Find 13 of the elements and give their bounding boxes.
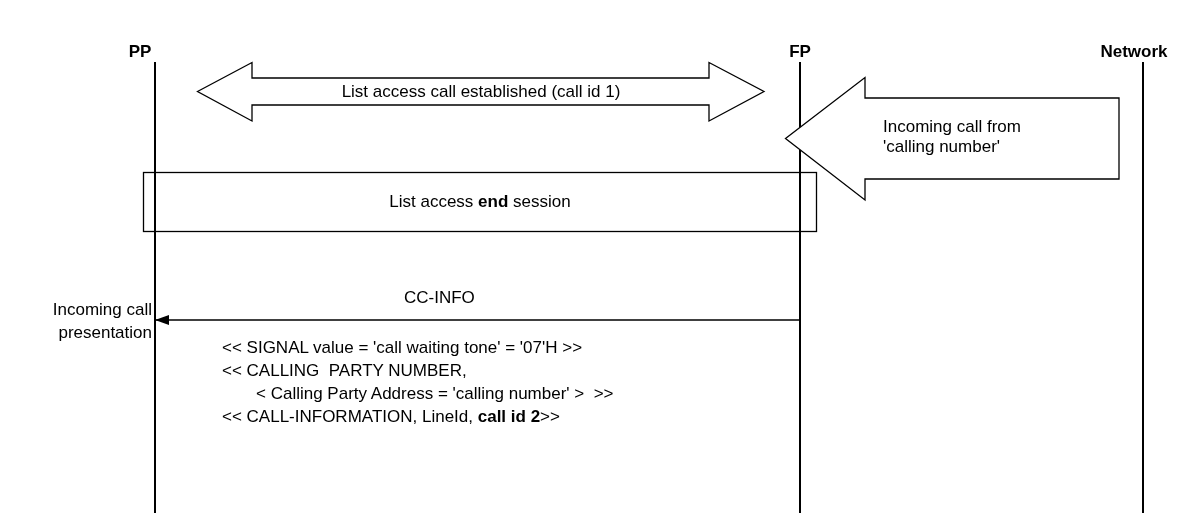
message-arrow [155, 315, 800, 325]
message-label: CC-INFO [404, 288, 475, 308]
node-text: Incoming call from 'calling number' [883, 117, 1022, 157]
node-text: List access end session [388, 192, 572, 212]
participant-name: FP [789, 42, 811, 62]
parameter-text: << CALL-INFORMATION, LineId, call id 2>> [222, 407, 560, 427]
note-text: Incoming call presentation [51, 299, 152, 344]
parameter-text: << CALLING PARTY NUMBER, [222, 361, 467, 381]
parameter-text: < Calling Party Address = 'calling number' > >> [256, 384, 614, 404]
node-text: List access call established (call id 1) [340, 82, 622, 102]
parameter-text: << SIGNAL value = 'call waiting tone' = '07'H >> [222, 338, 583, 358]
participant-name: PP [128, 42, 152, 62]
participant-name: Network [1100, 42, 1168, 62]
